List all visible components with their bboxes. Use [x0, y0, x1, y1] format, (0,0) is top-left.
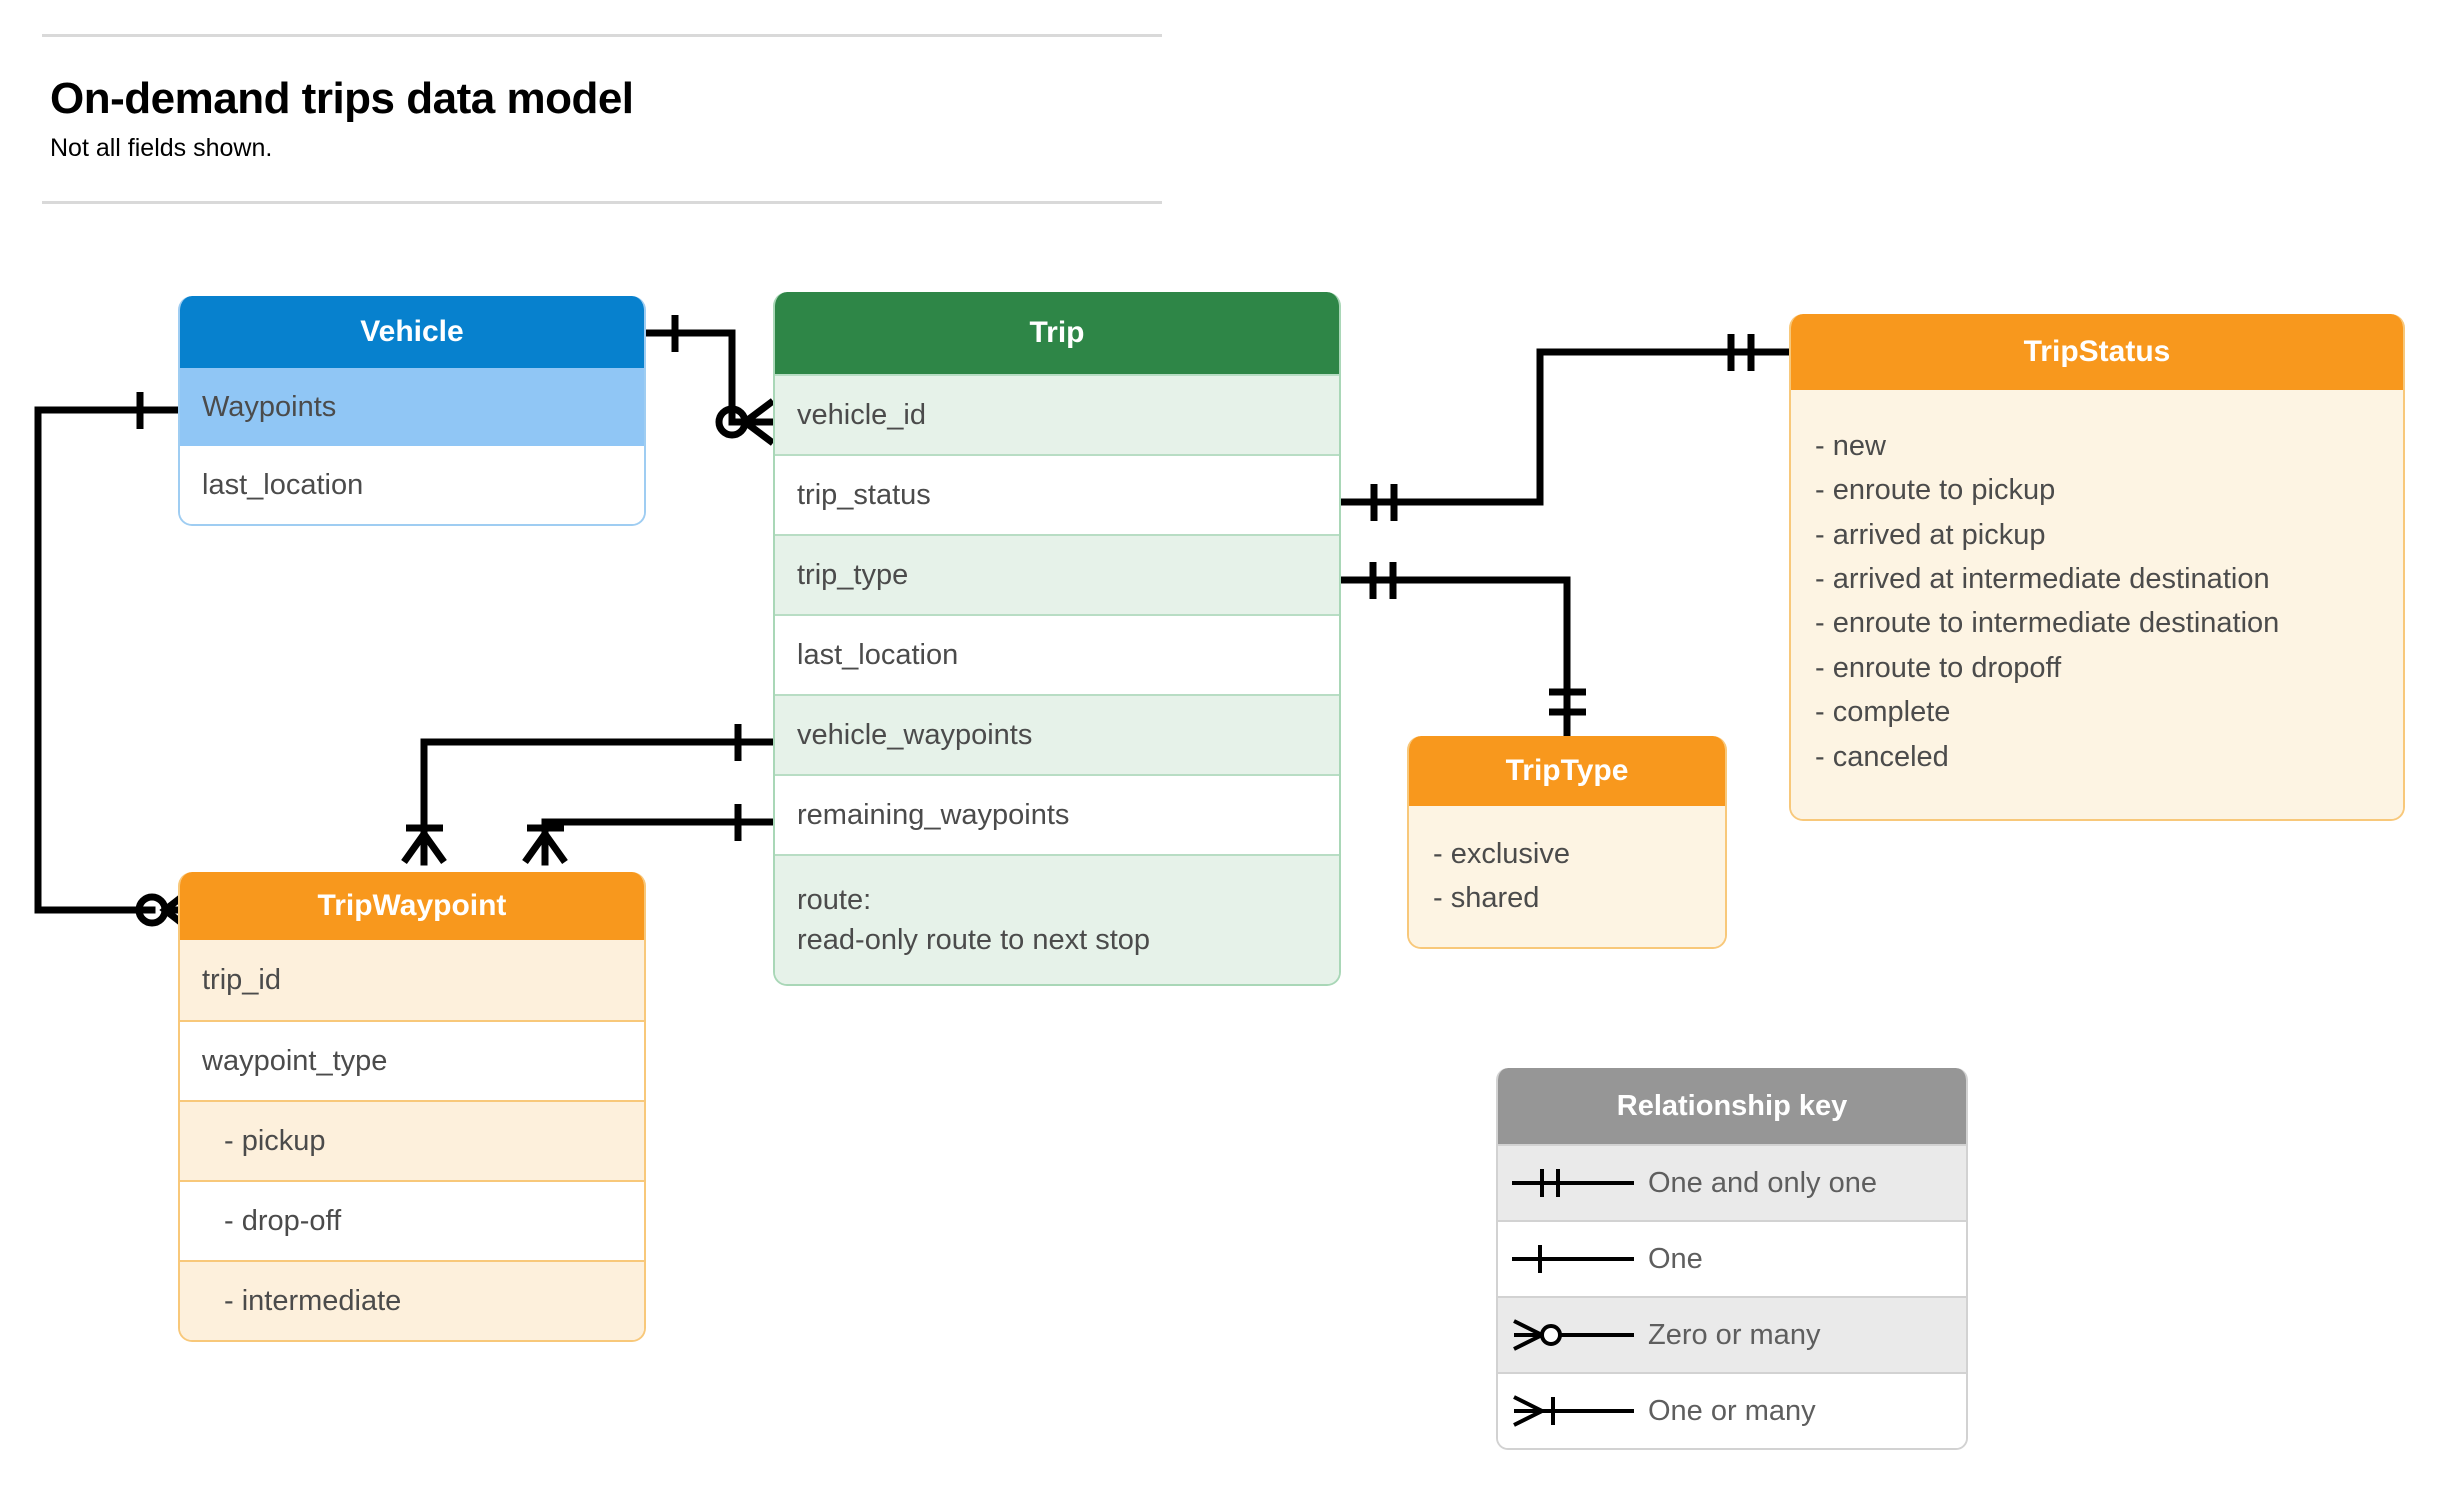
page-title: On-demand trips data model: [50, 74, 634, 123]
enum-value-pickup: - pickup: [180, 1100, 644, 1180]
entity-trip-status-title: TripStatus: [1791, 314, 2403, 390]
entity-vehicle-title: Vehicle: [180, 296, 644, 368]
connector-vehicle-to-trip: [644, 315, 776, 446]
entity-vehicle-body: Waypoints last_location: [180, 368, 644, 524]
entity-trip-status-values: - new - enroute to pickup - arrived at p…: [1791, 390, 2403, 819]
entity-vehicle[interactable]: Vehicle Waypoints last_location: [178, 296, 646, 526]
field-trip-trip-status[interactable]: trip_status: [775, 454, 1339, 534]
entity-trip-waypoint[interactable]: TripWaypoint trip_id waypoint_type - pic…: [178, 872, 646, 1342]
field-trip-route[interactable]: route: read-only route to next stop: [775, 854, 1339, 985]
entity-trip-title: Trip: [775, 292, 1339, 374]
connector-trip-status-to-tripstatus: [1337, 334, 1793, 521]
enum-value: - arrived at intermediate destination: [1815, 563, 2270, 596]
relationship-key-title: Relationship key: [1498, 1068, 1966, 1144]
connector-remaining-waypoints-to-tripwaypoint: [522, 804, 777, 866]
page-subtitle: Not all fields shown.: [50, 134, 273, 163]
entity-trip[interactable]: Trip vehicle_id trip_status trip_type la…: [773, 292, 1341, 987]
one-or-many-icon: [1498, 1389, 1648, 1433]
relationship-key-legend[interactable]: Relationship key One and only one One: [1496, 1068, 1968, 1450]
header-top-divider: [42, 34, 1162, 37]
document-header: On-demand trips data model Not all field…: [42, 34, 1162, 205]
connector-vehicle-waypoints-to-tripwaypoint: [34, 392, 195, 934]
enum-value: - new: [1815, 430, 1886, 462]
field-trip-route-label: route:: [797, 884, 872, 916]
entity-trip-waypoint-body: trip_id waypoint_type - pickup - drop-of…: [180, 940, 644, 1340]
one-icon: [1498, 1237, 1648, 1281]
enum-value: - arrived at pickup: [1815, 518, 2046, 551]
enum-value: - canceled: [1815, 740, 1949, 773]
entity-trip-status[interactable]: TripStatus - new - enroute to pickup - a…: [1789, 314, 2405, 821]
field-tripwaypoint-waypoint-type[interactable]: waypoint_type: [180, 1020, 644, 1100]
legend-label: One: [1648, 1242, 1703, 1275]
enum-value: - shared: [1433, 882, 1540, 915]
legend-item-one-and-only-one: One and only one: [1498, 1144, 1966, 1220]
connector-vehicle-waypoints-field-to-tripwaypoint: [401, 724, 777, 866]
field-trip-last-location[interactable]: last_location: [775, 614, 1339, 694]
entity-trip-waypoint-title: TripWaypoint: [180, 872, 644, 940]
field-trip-remaining-waypoints[interactable]: remaining_waypoints: [775, 774, 1339, 854]
enum-value: - enroute to pickup: [1815, 474, 2056, 507]
connector-trip-type-to-triptype: [1337, 562, 1586, 744]
legend-item-one-or-many: One or many: [1498, 1372, 1966, 1448]
field-trip-route-description: read-only route to next stop: [797, 924, 1151, 957]
field-vehicle-last-location[interactable]: last_location: [180, 446, 644, 524]
field-vehicle-waypoints[interactable]: Waypoints: [180, 368, 644, 446]
enum-value: - enroute to intermediate destination: [1815, 607, 2280, 640]
entity-trip-body: vehicle_id trip_status trip_type last_lo…: [775, 374, 1339, 985]
field-tripwaypoint-trip-id[interactable]: trip_id: [180, 940, 644, 1020]
legend-label: One and only one: [1648, 1166, 1877, 1199]
entity-trip-type[interactable]: TripType - exclusive - shared: [1407, 736, 1727, 949]
enum-value-dropoff: - drop-off: [180, 1180, 644, 1260]
field-trip-vehicle-waypoints[interactable]: vehicle_waypoints: [775, 694, 1339, 774]
legend-item-zero-or-many: Zero or many: [1498, 1296, 1966, 1372]
field-trip-vehicle-id[interactable]: vehicle_id: [775, 374, 1339, 454]
legend-item-one: One: [1498, 1220, 1966, 1296]
zero-or-many-icon: [1498, 1313, 1648, 1357]
enum-value: - exclusive: [1433, 838, 1570, 870]
entity-trip-type-title: TripType: [1409, 736, 1725, 806]
legend-label: Zero or many: [1648, 1318, 1821, 1351]
one-and-only-one-icon: [1498, 1161, 1648, 1205]
enum-value: - enroute to dropoff: [1815, 651, 2062, 684]
field-trip-trip-type[interactable]: trip_type: [775, 534, 1339, 614]
header-bottom-divider: [42, 201, 1162, 205]
entity-trip-type-values: - exclusive - shared: [1409, 806, 1725, 947]
enum-value: - complete: [1815, 696, 1951, 729]
legend-label: One or many: [1648, 1394, 1816, 1427]
enum-value-intermediate: - intermediate: [180, 1260, 644, 1340]
